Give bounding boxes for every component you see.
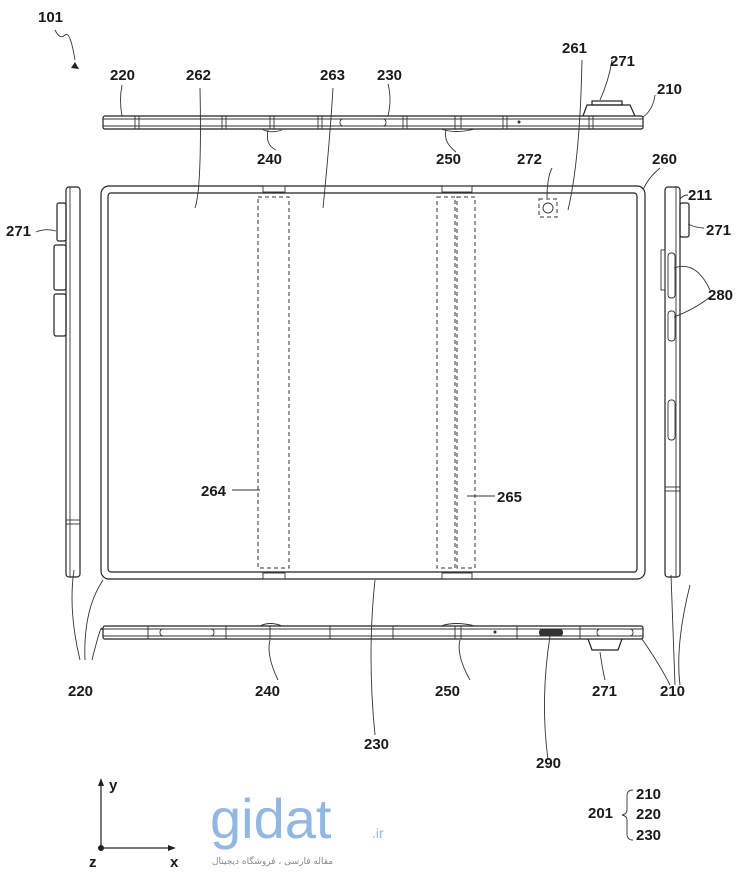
- reference-labels: 101 220 262 263 230 261 271 210 240 250 …: [6, 9, 733, 772]
- label-261: 261: [562, 40, 587, 57]
- coordinate-axes: y x z: [89, 777, 179, 871]
- usb-port-290: [539, 629, 563, 636]
- label-220-bottom: 220: [68, 683, 93, 700]
- button-280b: [667, 310, 676, 342]
- hinge-region-265b: [456, 196, 476, 569]
- legend-group: 201: [588, 805, 613, 822]
- top-side-view: [102, 100, 644, 133]
- label-250-bottom: 250: [435, 683, 460, 700]
- hinge-region-264: [257, 196, 290, 569]
- label-280: 280: [708, 287, 733, 304]
- axis-z-label: z: [89, 854, 97, 871]
- z-axis-dot: [98, 845, 104, 851]
- speaker-grille-right: [596, 628, 634, 637]
- camera-bump-bottom: [587, 638, 623, 651]
- label-271-bottom: 271: [592, 683, 617, 700]
- front-view: [100, 185, 646, 580]
- label-210-bottom: 210: [660, 683, 685, 700]
- left-side-view: [53, 186, 81, 578]
- watermark-tagline: مقاله فارسی ، فروشگاه دیجیتال: [212, 855, 333, 867]
- label-290: 290: [536, 755, 561, 772]
- label-211: 211: [688, 187, 712, 204]
- camera-icon: [542, 202, 554, 214]
- watermark-tld: .ir: [372, 825, 384, 841]
- label-260: 260: [652, 151, 677, 168]
- label-262: 262: [186, 67, 211, 84]
- speaker-grille: [339, 118, 387, 127]
- label-250-top: 250: [436, 151, 461, 168]
- label-101: 101: [38, 9, 63, 26]
- label-230-top: 230: [377, 67, 402, 84]
- watermark: gidat .ir مقاله فارسی ، فروشگاه دیجیتال: [210, 787, 384, 867]
- label-271-right: 271: [706, 222, 731, 239]
- label-272: 272: [517, 151, 542, 168]
- label-263: 263: [320, 67, 345, 84]
- right-side-view: [660, 186, 690, 578]
- component-legend: 201 210 220 230: [588, 786, 661, 844]
- label-210-top: 210: [657, 81, 682, 98]
- button-280a: [667, 252, 676, 299]
- camera-272-outline: [538, 198, 558, 218]
- label-271-top: 271: [610, 53, 635, 70]
- label-264: 264: [201, 483, 227, 500]
- label-271-left: 271: [6, 223, 31, 240]
- speaker-grille-left: [159, 628, 215, 637]
- label-240-bottom: 240: [255, 683, 280, 700]
- label-265: 265: [497, 489, 522, 506]
- watermark-brand: gidat: [210, 787, 332, 850]
- hinge-region-265a: [436, 196, 456, 569]
- legend-member-220: 220: [636, 806, 661, 823]
- legend-member-210: 210: [636, 786, 661, 803]
- axis-x-label: x: [170, 854, 179, 871]
- axis-y-label: y: [109, 777, 118, 794]
- label-220-top: 220: [110, 67, 135, 84]
- legend-member-230: 230: [636, 827, 661, 844]
- bottom-side-view: [102, 623, 644, 651]
- label-230-bottom: 230: [364, 736, 389, 753]
- camera-bump: [582, 104, 636, 117]
- label-240-top: 240: [257, 151, 282, 168]
